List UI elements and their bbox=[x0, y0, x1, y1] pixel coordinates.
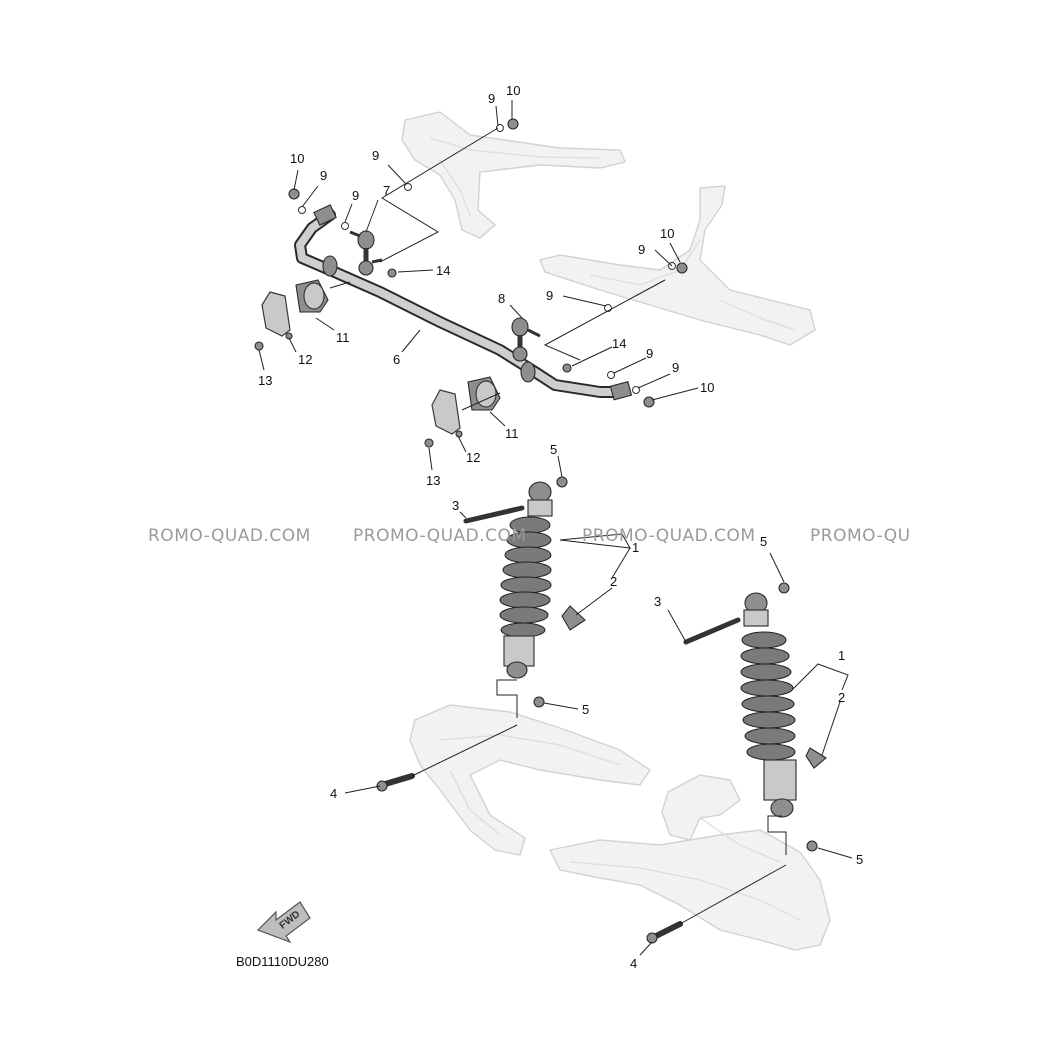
svg-text:PROMO-QUAD.COM: PROMO-QUAD.COM bbox=[353, 526, 527, 546]
stabilizer-link-8 bbox=[511, 317, 541, 362]
callout-4: 4 bbox=[330, 786, 337, 801]
callout-9: 9 bbox=[546, 288, 553, 303]
watermark: ROMO-QUAD.COM PROMO-QUAD.COM PROMO-QUAD.… bbox=[148, 526, 911, 546]
shock-absorber-right bbox=[683, 582, 827, 852]
callout-4: 4 bbox=[630, 956, 637, 971]
callout-2: 2 bbox=[838, 690, 845, 705]
lower-a-arm-left-ghost bbox=[409, 704, 651, 856]
callout-1: 1 bbox=[838, 648, 845, 663]
stabilizer-link-7 bbox=[349, 230, 383, 276]
callout-9: 9 bbox=[638, 242, 645, 257]
callout-9: 9 bbox=[672, 360, 679, 375]
callout-13: 13 bbox=[426, 473, 440, 488]
leader-lines bbox=[258, 100, 853, 956]
callout-9: 9 bbox=[352, 188, 359, 203]
lower-a-arm-right-ghost bbox=[548, 774, 831, 951]
callout-9: 9 bbox=[372, 148, 379, 163]
callout-9: 9 bbox=[646, 346, 653, 361]
svg-text:ROMO-QUAD.COM: ROMO-QUAD.COM bbox=[148, 526, 311, 546]
callout-14: 14 bbox=[612, 336, 626, 351]
shock-absorber-left bbox=[463, 476, 586, 708]
bolt-4-left bbox=[376, 773, 415, 792]
callout-8: 8 bbox=[498, 291, 505, 306]
callout-10: 10 bbox=[700, 380, 714, 395]
bolt-4-right bbox=[646, 921, 683, 944]
callout-6: 6 bbox=[393, 352, 400, 367]
callout-10: 10 bbox=[506, 83, 520, 98]
callout-5: 5 bbox=[582, 702, 589, 717]
diagram-code: B0D1110DU280 bbox=[236, 954, 329, 969]
callouts: 10 9 9 10 9 9 7 14 11 12 13 6 10 9 9 8 1… bbox=[258, 83, 863, 971]
callout-5: 5 bbox=[550, 442, 557, 457]
stabilizer-bar bbox=[294, 204, 633, 401]
callout-9: 9 bbox=[320, 168, 327, 183]
callout-7: 7 bbox=[383, 183, 390, 198]
callout-2: 2 bbox=[610, 574, 617, 589]
callout-11: 11 bbox=[505, 426, 519, 441]
forward-arrow-icon: FWD bbox=[256, 901, 311, 944]
upper-a-arm-rear-ghost bbox=[401, 111, 626, 239]
callout-10: 10 bbox=[290, 151, 304, 166]
callout-5: 5 bbox=[856, 852, 863, 867]
svg-text:PROMO-QUAD.COM: PROMO-QUAD.COM bbox=[582, 526, 756, 546]
callout-9: 9 bbox=[488, 91, 495, 106]
callout-13: 13 bbox=[258, 373, 272, 388]
callout-5: 5 bbox=[760, 534, 767, 549]
callout-14: 14 bbox=[436, 263, 450, 278]
callout-11: 11 bbox=[336, 330, 350, 345]
bushing-bracket-right bbox=[424, 376, 501, 448]
callout-12: 12 bbox=[298, 352, 312, 367]
callout-1: 1 bbox=[632, 540, 639, 555]
bushing-bracket-left bbox=[254, 279, 329, 351]
svg-text:PROMO-QU: PROMO-QU bbox=[810, 526, 911, 546]
callout-3: 3 bbox=[654, 594, 661, 609]
callout-10: 10 bbox=[660, 226, 674, 241]
callout-3: 3 bbox=[452, 498, 459, 513]
callout-12: 12 bbox=[466, 450, 480, 465]
